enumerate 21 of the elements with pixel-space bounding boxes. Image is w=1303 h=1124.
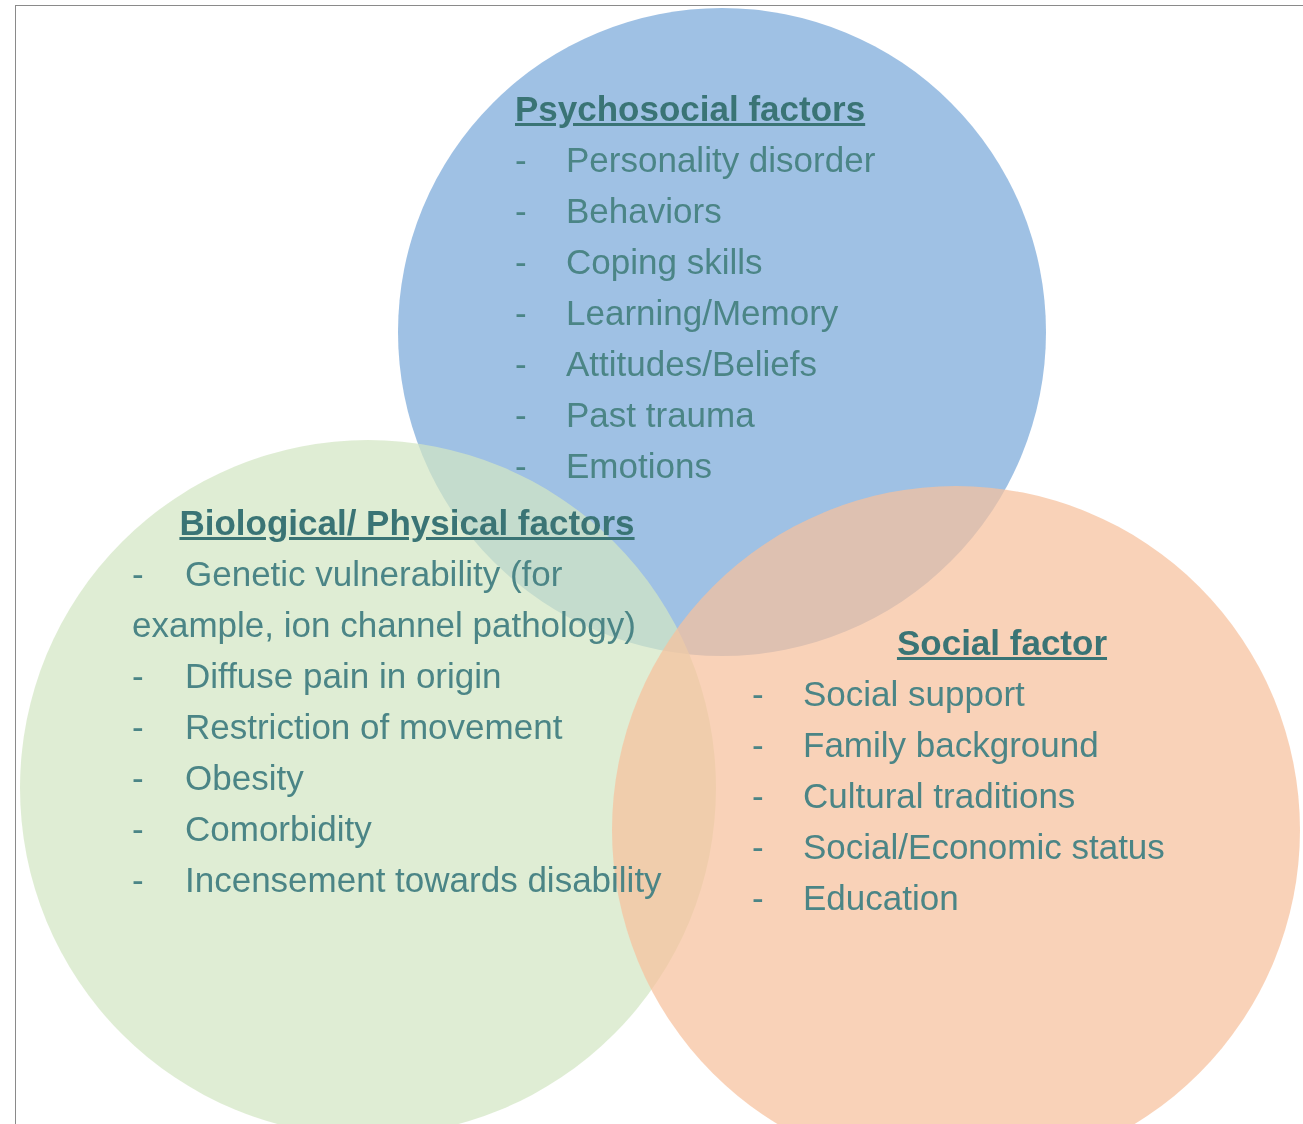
list-item: - Personality disorder <box>515 139 877 181</box>
list-item: - Emotions <box>515 445 713 487</box>
list-item: - Diffuse pain in origin <box>132 655 503 697</box>
list-item: - Learning/Memory <box>515 292 840 334</box>
list-item: - Behaviors <box>515 190 723 232</box>
list-item: - Social support <box>752 673 1026 715</box>
list-item: - Incensement towards disability <box>132 859 662 901</box>
list-item: - Genetic vulnerability (for example, ion channel pathology) <box>132 553 637 646</box>
list-item: - Coping skills <box>515 241 764 283</box>
list-item: - Cultural traditions <box>752 775 1077 817</box>
list-item: - Past trauma <box>515 394 756 436</box>
list-item: - Attitudes/Beliefs <box>515 343 818 385</box>
list-item: - Education <box>752 877 960 919</box>
list-item: - Restriction of movement <box>132 706 564 748</box>
list-item: - Family background <box>752 724 1100 766</box>
list-item: - Obesity <box>132 757 305 799</box>
list-item: - Comorbidity <box>132 808 373 850</box>
circle-heading: Biological/ Physical factors <box>178 502 636 544</box>
list-item: - Social/Economic status <box>752 826 1166 868</box>
circle-heading: Social factor <box>895 622 1109 664</box>
circle-heading: Psychosocial factors <box>515 88 867 130</box>
